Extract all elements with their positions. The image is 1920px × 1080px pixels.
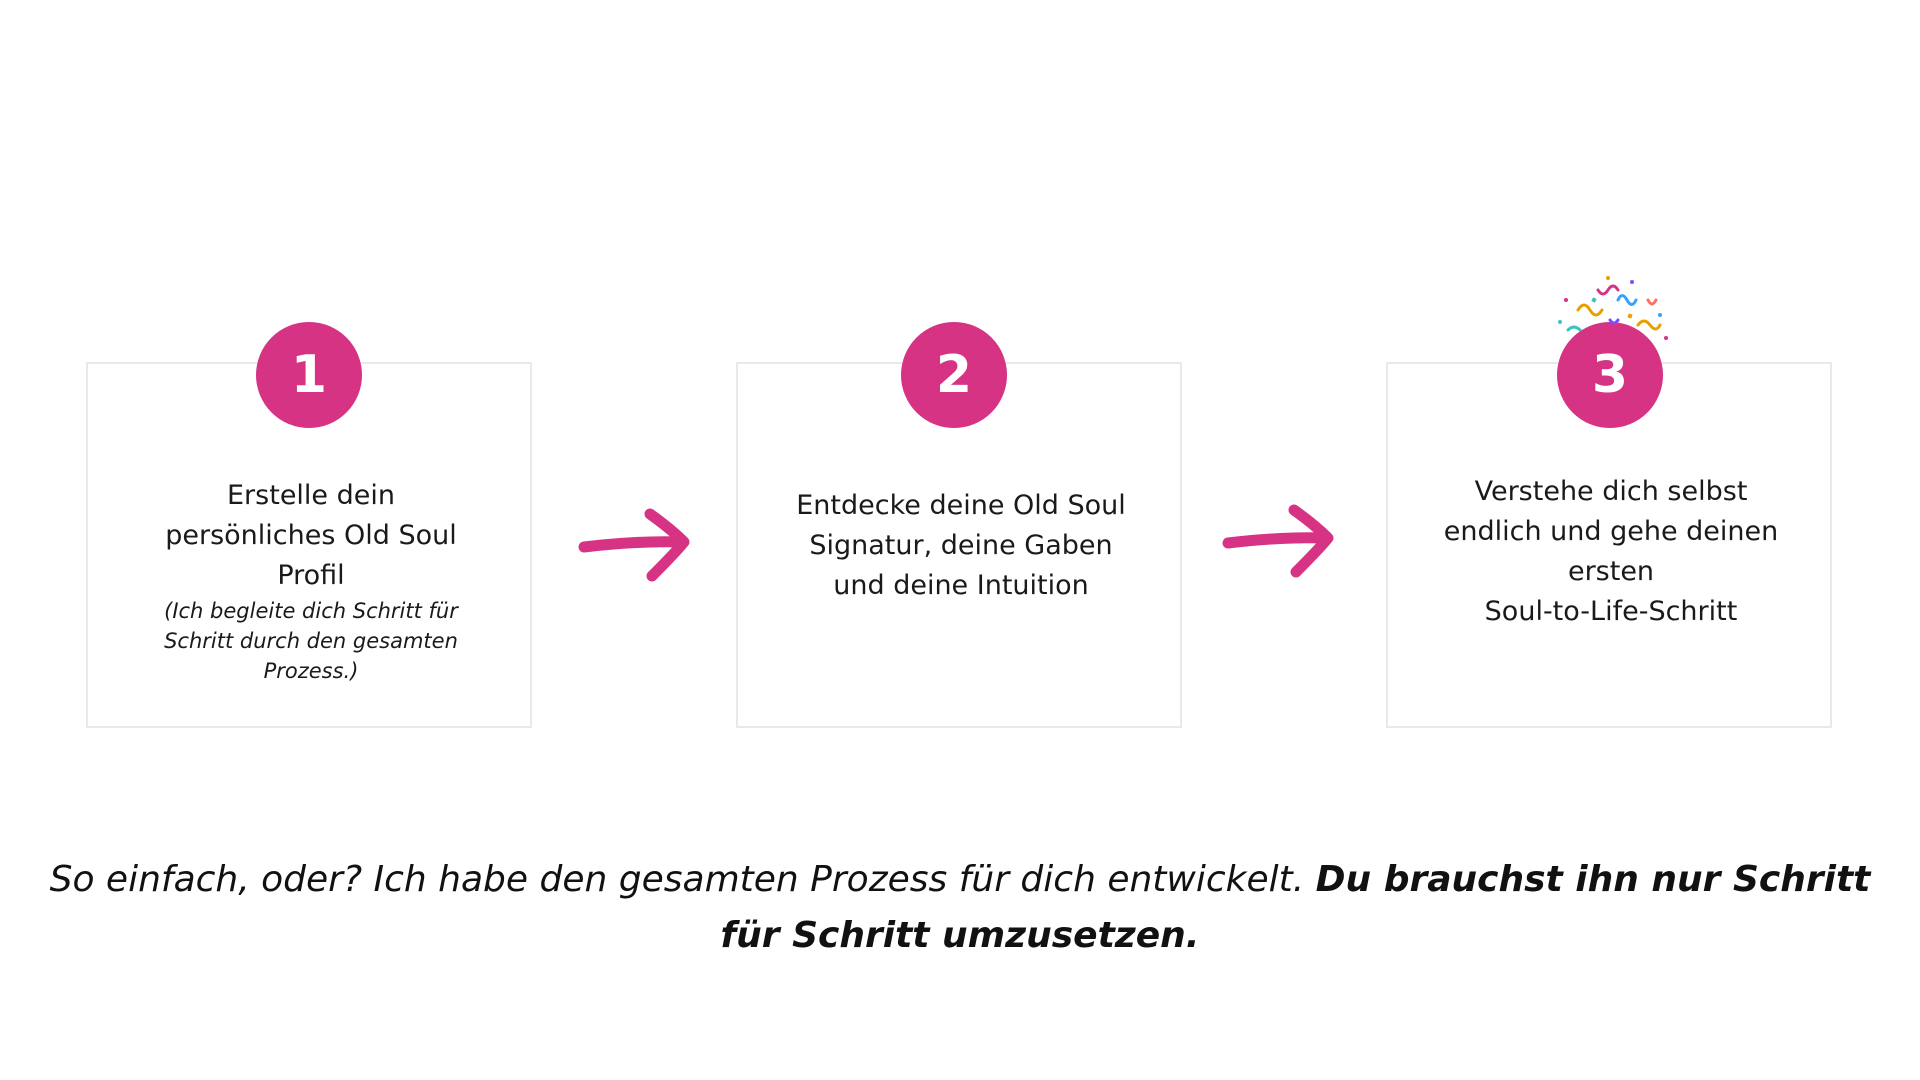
step-1-note: (Ich begleite dich Schritt für Schritt d… [164,599,458,683]
step-1-line-1: Erstelle dein [227,480,395,511]
step-1-number-badge: 1 [256,322,362,428]
step-1-line-2: persönliches Old Soul [165,520,457,551]
step-3-line-1: Verstehe dich selbst [1474,476,1748,507]
step-2-line-2: Signatur, deine Gaben [809,530,1113,561]
summary-text: So einfach, oder? Ich habe den gesamten … [40,852,1880,964]
step-3-line-3: ersten [1567,556,1655,587]
step-3-line-2: endlich und gehe deinen [1443,516,1779,547]
step-3-line-4: Soul-to-Life-Schritt [1484,596,1738,627]
confetti-icon [1558,276,1668,340]
arrow-right-icon [1222,504,1334,578]
step-1-text: Erstelle dein persönliches Old Soul Prof… [88,476,534,596]
summary-bold: Du brauchst ihn nur Schritt für Schritt … [720,859,1871,956]
step-3-number-badge: 3 [1557,322,1663,428]
step-2-number-badge: 2 [901,322,1007,428]
step-3-text: Verstehe dich selbst endlich und gehe de… [1388,472,1834,632]
step-2-line-1: Entdecke deine Old Soul [796,490,1126,521]
step-2-text: Entdecke deine Old Soul Signatur, deine … [738,486,1184,606]
summary-regular: So einfach, oder? Ich habe den gesamten … [49,859,1316,900]
step-1-line-3: Profil [277,560,345,591]
arrow-right-icon [578,508,690,582]
step-2-line-3: und deine Intuition [833,570,1089,601]
